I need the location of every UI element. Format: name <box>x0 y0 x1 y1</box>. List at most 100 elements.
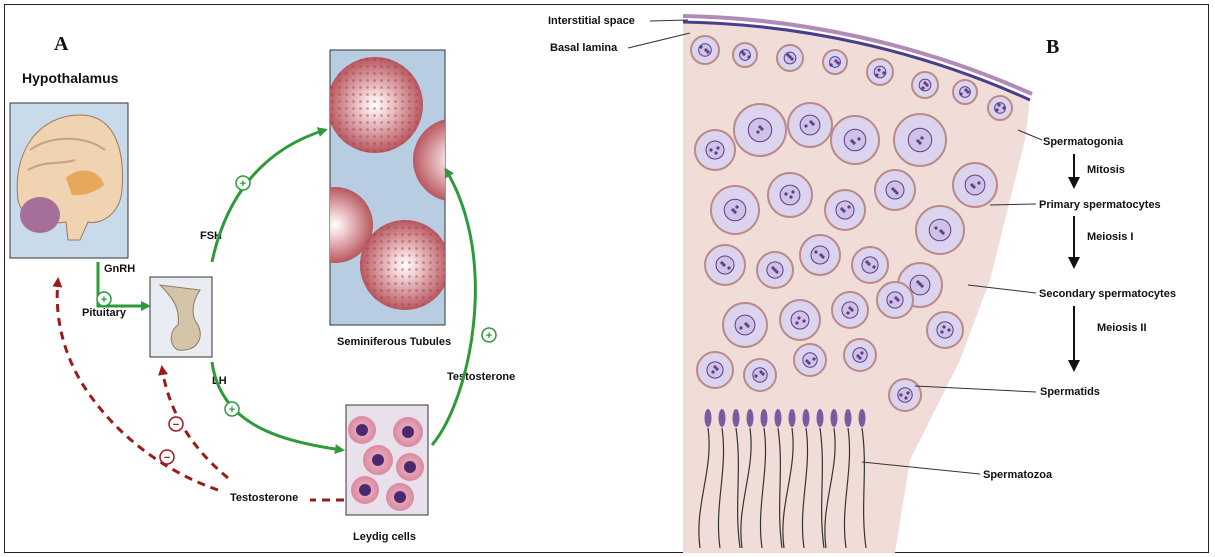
chromatin-dot <box>940 330 943 333</box>
pituitary-label: Pituitary <box>82 307 127 319</box>
chromatin-dot <box>857 137 860 140</box>
testosterone-bottom-label: Testosterone <box>230 492 298 504</box>
chromatin-dot <box>860 351 863 354</box>
chromatin-dot <box>959 92 962 95</box>
chromatin-dot <box>840 207 843 210</box>
spermatozoon-head <box>775 409 782 427</box>
panel-a-letter: A <box>54 33 69 55</box>
plus-badge-lh: + <box>225 402 239 416</box>
chromatin-dot <box>739 326 742 329</box>
chromatin-dot <box>875 73 878 76</box>
spermatids-label: Spermatids <box>1040 386 1100 398</box>
germ-cell-nucleus <box>844 129 866 151</box>
mitosis-label: Mitosis <box>1087 164 1125 176</box>
seminiferous-tubules-label: Seminiferous Tubules <box>337 336 451 348</box>
chromatin-dot <box>1002 106 1005 109</box>
chromatin-dot <box>720 261 723 264</box>
basal-lamina-leader <box>628 33 690 48</box>
chromatin-dot <box>934 226 937 229</box>
chromatin-dot <box>997 103 1000 106</box>
fsh-arrow <box>212 130 325 262</box>
chromatin-dot <box>731 208 734 211</box>
svg-text:−: − <box>173 419 179 431</box>
chromatin-dot <box>814 250 817 253</box>
chromatin-dot <box>786 53 789 56</box>
chromatin-dot <box>995 108 998 111</box>
hypothalamus-label: Hypothalamus <box>22 70 119 86</box>
pituitary-illustration <box>150 277 212 357</box>
chromatin-dot <box>877 68 880 71</box>
chromatin-dot <box>747 55 750 58</box>
chromatin-dot <box>791 190 794 193</box>
svg-text:+: + <box>240 178 246 190</box>
spermatozoon-head <box>705 409 712 427</box>
leydig-cells-label: Leydig cells <box>353 531 416 543</box>
germ-cell-nucleus <box>937 322 953 338</box>
chromatin-dot <box>894 296 897 299</box>
germ-cell-nucleus <box>706 141 724 159</box>
meiosis-1-label: Meiosis I <box>1087 231 1133 243</box>
basal-lamina-label: Basal lamina <box>550 42 618 54</box>
chromatin-dot <box>889 300 892 303</box>
chromatin-dot <box>789 195 792 198</box>
svg-text:+: + <box>101 294 107 306</box>
spermatozoon-head <box>747 409 754 427</box>
chromatin-dot <box>713 365 716 368</box>
chromatin-dot <box>771 266 774 269</box>
brain-illustration <box>10 103 128 258</box>
chromatin-dot <box>882 71 885 74</box>
germ-cell-nucleus <box>965 175 985 195</box>
testosterone-right-label: Testosterone <box>447 371 515 383</box>
chromatin-dot <box>846 311 849 314</box>
primary-spermatocytes-label: Primary spermatocytes <box>1039 199 1161 211</box>
chromatin-dot <box>977 181 980 184</box>
germ-cell-nucleus <box>908 128 931 151</box>
interstitial-space-label: Interstitial space <box>548 15 635 27</box>
spermatogonia-label: Spermatogonia <box>1043 136 1124 148</box>
leydig-cells-illustration <box>346 405 428 515</box>
chromatin-dot <box>809 120 812 123</box>
chromatin-dot <box>740 50 743 53</box>
panel-b-letter: B <box>1046 36 1059 58</box>
chromatin-dot <box>711 370 714 373</box>
chromatin-dot <box>923 81 926 84</box>
chromatin-dot <box>872 265 875 268</box>
chromatin-dot <box>797 316 800 319</box>
germ-cell-nucleus <box>724 199 746 221</box>
chromatin-dot <box>758 125 761 128</box>
germ-cell-nucleus <box>791 311 809 329</box>
chromatin-dot <box>916 139 919 142</box>
panel-a: A Hypothalamus GnRH Pituitary FSH LH <box>10 33 515 543</box>
chromatin-dot <box>735 205 738 208</box>
germ-cell-nucleus <box>853 348 867 362</box>
plus-badge-gnrh: + <box>97 292 111 306</box>
chromatin-dot <box>804 124 807 127</box>
meiosis-2-label: Meiosis II <box>1097 322 1147 334</box>
chromatin-dot <box>921 86 924 89</box>
spermatozoon-head <box>719 409 726 427</box>
seminiferous-tubules-illustration <box>297 50 497 325</box>
chromatin-dot <box>865 260 868 263</box>
chromatin-dot <box>906 391 909 394</box>
chromatin-dot <box>829 63 832 66</box>
germ-cell-nucleus <box>707 362 723 378</box>
chromatin-dot <box>699 45 702 48</box>
gnrh-label: GnRH <box>104 263 135 275</box>
chromatin-dot <box>805 359 808 362</box>
germ-cell-nucleus <box>842 302 858 318</box>
germ-cell-nucleus <box>748 118 771 141</box>
spermatozoon-head <box>845 409 852 427</box>
chromatin-dot <box>744 322 747 325</box>
minus-badge-hypothalamus: − <box>160 450 174 464</box>
chromatin-dot <box>714 151 717 154</box>
plus-badge-testosterone: + <box>482 328 496 342</box>
chromatin-dot <box>891 187 894 190</box>
chromatin-dot <box>727 266 730 269</box>
germ-cell-nucleus <box>780 185 800 205</box>
chromatin-dot <box>904 396 907 399</box>
chromatin-dot <box>759 370 762 373</box>
chromatin-dot <box>856 354 859 357</box>
chromatin-dot <box>812 357 815 360</box>
